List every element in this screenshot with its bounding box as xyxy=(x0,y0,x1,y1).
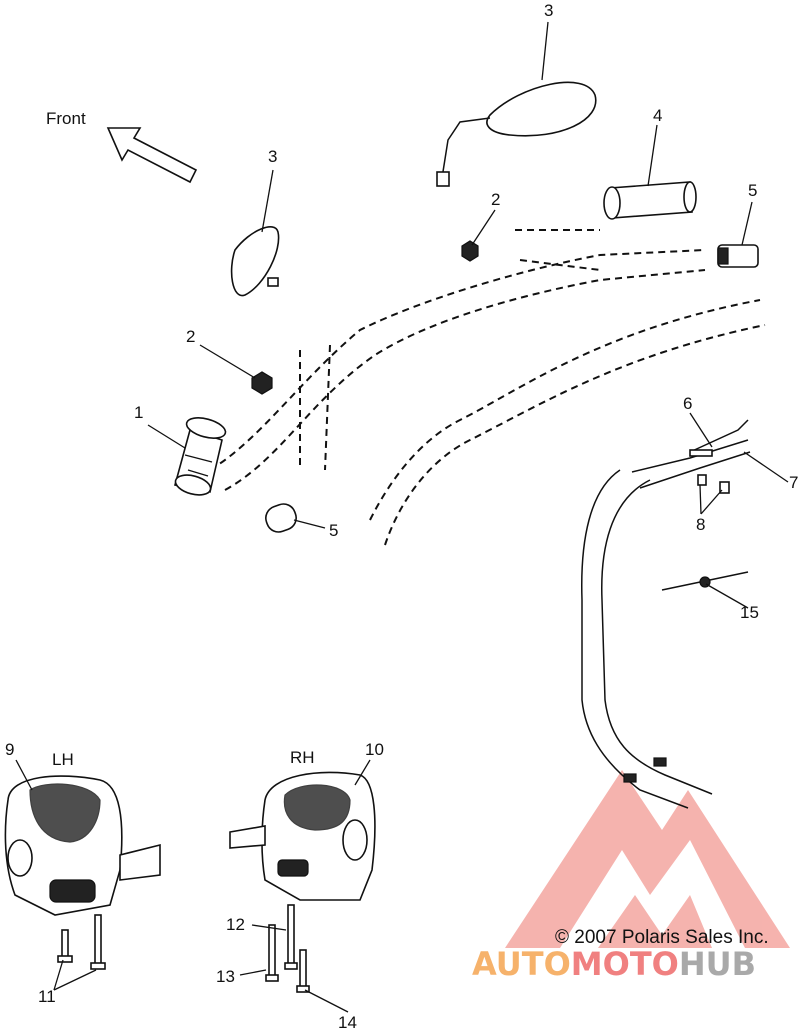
watermark-text: AUTOMOTOHUB xyxy=(472,945,756,983)
callout-7: 7 xyxy=(789,473,798,492)
right-mirror xyxy=(436,81,597,187)
callout-8: 8 xyxy=(696,515,705,534)
callout-2b: 2 xyxy=(491,190,500,209)
callout-4: 4 xyxy=(653,106,662,125)
left-grip xyxy=(174,417,227,496)
right-grip xyxy=(603,181,697,220)
lh-switch-housing xyxy=(4,775,161,916)
throttle-cables xyxy=(631,419,751,494)
callout-11: 11 xyxy=(38,987,56,1006)
handlebar-dashed xyxy=(209,229,766,546)
front-arrow: Front xyxy=(46,109,198,184)
callout-10: 10 xyxy=(365,740,384,759)
callout-3a: 3 xyxy=(268,147,277,166)
right-bar-end xyxy=(717,244,759,268)
callout-labels: 1 2 2 3 3 4 5 5 6 7 8 9 10 11 12 13 14 1… xyxy=(5,1,798,1029)
left-mirror-nut xyxy=(251,371,273,395)
left-mirror xyxy=(230,226,280,297)
watermark-part1: AUTO xyxy=(472,945,571,983)
callout-5a: 5 xyxy=(748,181,757,200)
callout-12: 12 xyxy=(226,915,245,934)
clutch-cable-fitting xyxy=(661,571,749,591)
leader-lines xyxy=(15,21,789,1013)
lh-label: LH xyxy=(52,750,74,769)
rh-label: RH xyxy=(290,748,315,767)
screws xyxy=(57,904,310,993)
callout-5b: 5 xyxy=(329,521,338,540)
rh-switch-housing xyxy=(229,771,376,901)
callout-6: 6 xyxy=(683,394,692,413)
svg-text:AUTOMOTOHUB: AUTOMOTOHUB xyxy=(472,945,756,983)
callout-2a: 2 xyxy=(186,327,195,346)
callout-14: 14 xyxy=(338,1013,357,1029)
callout-9: 9 xyxy=(5,740,14,759)
front-label: Front xyxy=(46,109,86,128)
watermark-logo xyxy=(505,770,790,948)
left-bar-end xyxy=(265,503,297,533)
callout-15: 15 xyxy=(740,603,759,622)
right-mirror-nut xyxy=(461,240,479,262)
callout-1: 1 xyxy=(134,403,143,422)
callout-13: 13 xyxy=(216,967,235,986)
watermark-part3: HUB xyxy=(679,945,756,983)
callout-3b: 3 xyxy=(544,1,553,20)
watermark-part2: MOTO xyxy=(571,945,679,983)
brake-cables xyxy=(581,469,713,809)
copyright-text: © 2007 Polaris Sales Inc. xyxy=(555,927,769,948)
